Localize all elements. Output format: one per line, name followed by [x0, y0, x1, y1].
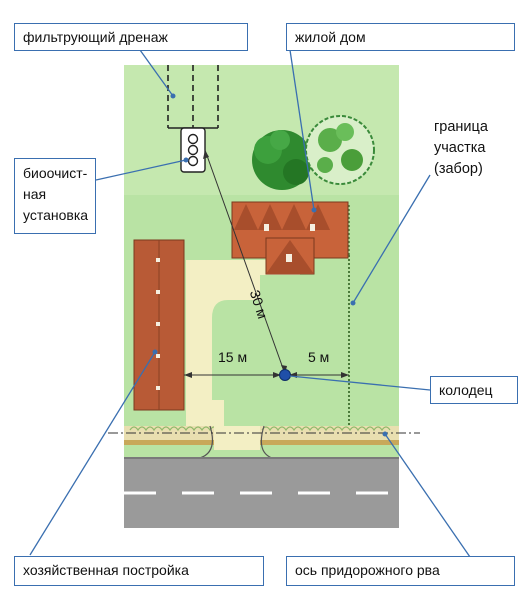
driveway-curb	[199, 425, 273, 459]
label-ditch-axis: ось придорожного рва	[286, 556, 515, 586]
arrow-15m-start	[184, 372, 192, 378]
label-plot-boundary: граница участка (забор)	[434, 119, 488, 178]
outbuilding-roof	[133, 239, 185, 411]
house-roof	[231, 201, 349, 275]
label-outbuilding: хозяйственная постройка	[14, 556, 264, 586]
dimension-label-15m: 15 м	[218, 349, 248, 365]
label-bio-treatment: биоочист- ная установка	[14, 158, 96, 234]
driveway-entrance	[214, 426, 260, 450]
label-house: жилой дом	[286, 23, 515, 51]
driveway	[186, 260, 260, 430]
tree-dark	[252, 130, 312, 190]
arrow-5m-end	[341, 372, 349, 378]
dimension-line-30m	[204, 149, 286, 375]
dimension-label-5m: 5 м	[308, 349, 330, 365]
leader-lines	[29, 49, 471, 558]
leader-dots	[152, 93, 388, 437]
arrow-15m-end	[273, 372, 281, 378]
bio-treatment-unit	[180, 127, 206, 173]
arrow-30m-start	[203, 150, 209, 159]
label-well: колодец	[430, 376, 518, 404]
label-filtering-drainage: фильтрующий дренаж	[14, 23, 248, 51]
tree-light	[305, 115, 375, 185]
grass-tufts	[129, 426, 391, 432]
well	[279, 369, 291, 381]
